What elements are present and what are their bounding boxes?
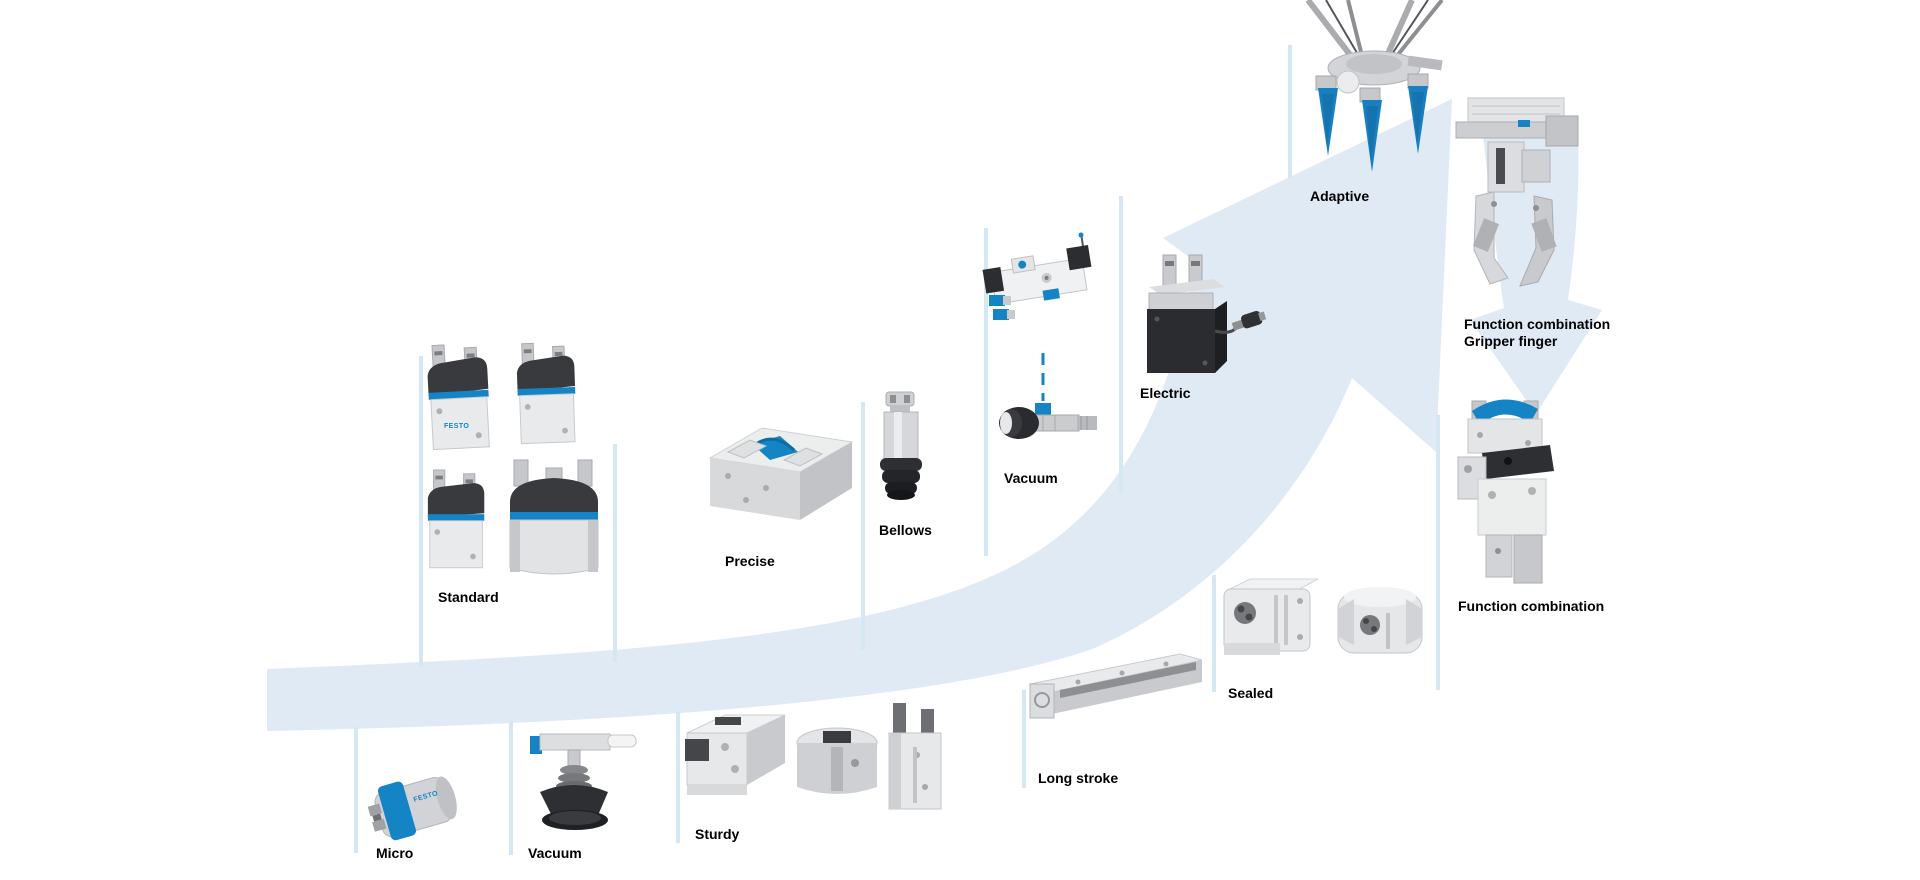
divider-line: [354, 727, 358, 853]
divider-line: [419, 356, 423, 666]
divider-line: [509, 722, 513, 855]
function-combination-gripper-finger-product-image: [1455, 97, 1579, 287]
divider-line: [1212, 575, 1216, 692]
precise-product-image: [708, 427, 854, 520]
bellows-product-image: [880, 391, 922, 500]
group-label-line2: Gripper finger: [1464, 333, 1558, 349]
divider-line: [1119, 196, 1123, 492]
divider-line: [1288, 45, 1292, 178]
sturdy-product-image: [685, 703, 942, 810]
group-label-line1: Function combination: [1464, 316, 1611, 332]
vacuum-suction-product-image: [530, 733, 637, 830]
group-label: Precise: [725, 553, 775, 569]
group-label: Long stroke: [1038, 770, 1119, 786]
divider-line: [861, 402, 865, 650]
growth-arrow-swoosh: [267, 99, 1452, 731]
group-label: Electric: [1140, 385, 1191, 401]
adaptive-product-image: [1305, 0, 1444, 172]
divider-line: [676, 712, 680, 843]
group-label: Vacuum: [528, 845, 582, 861]
divider-line: [1436, 415, 1440, 690]
group-label: Function combination: [1458, 598, 1605, 614]
group-label: Bellows: [879, 522, 932, 538]
function-combination-product-image: [1457, 399, 1554, 584]
micro-product-image: FESTO: [367, 776, 457, 841]
group-label: Sturdy: [695, 826, 740, 842]
group-label: Micro: [376, 845, 414, 861]
divider-line: [984, 228, 988, 556]
group-label: Standard: [438, 589, 499, 605]
product-logo: FESTO: [444, 423, 469, 430]
group-label: Vacuum: [1004, 470, 1058, 486]
sealed-product-image: [1223, 578, 1423, 655]
group-label: Adaptive: [1310, 188, 1370, 204]
long-stroke-product-image: [1028, 653, 1203, 719]
divider-line: [1022, 690, 1026, 788]
electric-product-image: [1147, 254, 1267, 373]
divider-line: [613, 444, 617, 662]
group-label: Sealed: [1228, 685, 1274, 701]
group-label: Function combination Gripper finger: [1464, 316, 1610, 350]
standard-product-image: FESTO: [425, 341, 599, 575]
vacuum-generator-product-image: [982, 232, 1097, 439]
